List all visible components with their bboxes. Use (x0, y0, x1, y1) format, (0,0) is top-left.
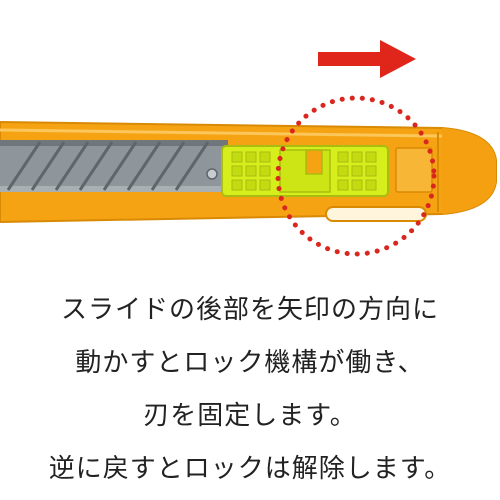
caption-line: 刃を固定します。 (143, 401, 357, 431)
dotted-circle (275, 95, 437, 257)
instruction-caption: スライドの後部を矢印の方向に 動かすとロック機構が働き、 刃を固定します。 逆に… (0, 284, 500, 496)
caption-line: スライドの後部を矢印の方向に (60, 295, 439, 325)
caption-line: 逆に戻すとロックは解除します。 (48, 454, 452, 484)
slider-lock (221, 145, 389, 197)
right-arrow-icon (318, 40, 416, 78)
caption-line: 動かすとロック機構が働き、 (75, 348, 425, 378)
cutter-blade (0, 140, 228, 192)
cutter-knife-illustration (0, 40, 497, 257)
